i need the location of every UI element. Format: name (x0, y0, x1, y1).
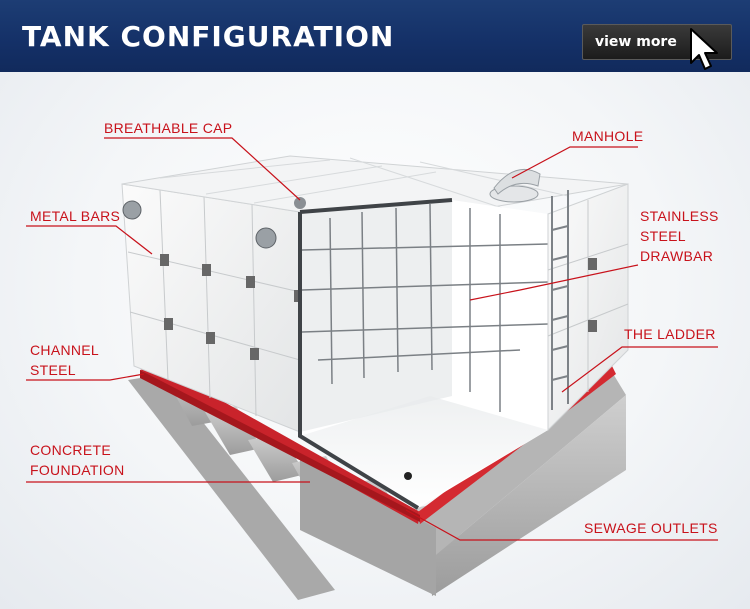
tank-illustration (26, 137, 718, 600)
label-channel-line1: CHANNEL (30, 342, 100, 358)
tank-roof (121, 155, 629, 215)
tank-illustration-area: BREATHABLE CAP MANHOLE METAL BARS STAINL… (0, 72, 750, 609)
label-the-ladder: THE LADDER (624, 326, 716, 342)
label-sewage-outlets: SEWAGE OUTLETS (584, 520, 718, 536)
view-more-label: view more (595, 34, 677, 50)
label-breathable-cap: BREATHABLE CAP (104, 120, 233, 136)
tank-interior (298, 198, 549, 510)
header-banner: TANK CONFIGURATION view more (0, 0, 750, 72)
page-title: TANK CONFIGURATION (22, 20, 395, 53)
label-manhole: MANHOLE (572, 128, 644, 144)
label-concrete-line1: CONCRETE (30, 442, 111, 458)
label-stainless-line1: STAINLESS (640, 208, 719, 224)
cursor-arrow-icon (690, 28, 718, 70)
label-concrete-line2: FOUNDATION (30, 462, 125, 478)
label-stainless-line2: STEEL (640, 228, 686, 244)
view-more-button[interactable]: view more (582, 24, 732, 70)
label-stainless-line3: DRAWBAR (640, 248, 714, 264)
label-channel-line2: STEEL (30, 362, 76, 378)
label-metal-bars: METAL BARS (30, 208, 121, 224)
concrete-foundation (128, 372, 626, 600)
callout-lines (26, 137, 718, 541)
tank-right-wall (547, 183, 629, 432)
